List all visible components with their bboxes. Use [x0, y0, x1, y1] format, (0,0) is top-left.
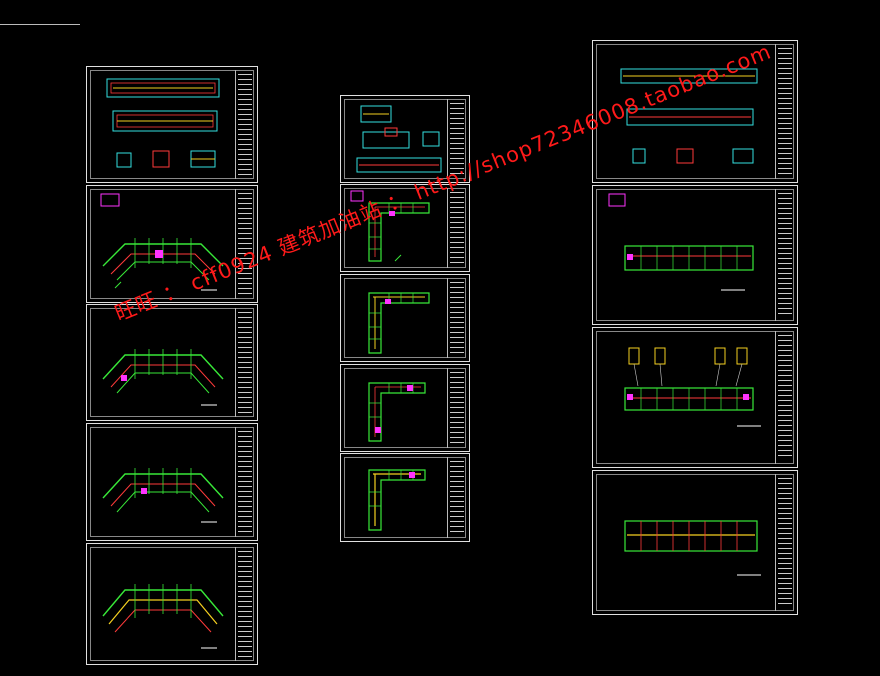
linear-floor-plan — [624, 347, 761, 427]
sheet-left-plan-4[interactable] — [86, 543, 258, 665]
sheet-right-plan-3[interactable] — [592, 470, 798, 615]
curved-floor-plan — [100, 193, 224, 291]
l-shaped-floor-plan — [350, 190, 430, 262]
title-block — [447, 99, 466, 179]
sheet-left-plan-2[interactable] — [86, 304, 258, 421]
elevation-drawing — [106, 78, 220, 168]
title-block — [235, 308, 254, 417]
linear-floor-plan — [608, 193, 754, 291]
elevation-drawing — [620, 68, 758, 164]
title-block — [775, 44, 794, 179]
title-block — [235, 427, 254, 537]
linear-floor-plan — [624, 520, 761, 576]
title-block — [235, 547, 254, 661]
sheet-right-plan-1[interactable] — [592, 185, 798, 325]
curved-floor-plan — [102, 349, 224, 406]
sheet-middle-plan-1[interactable] — [340, 184, 470, 272]
sheet-right-plan-2[interactable] — [592, 327, 798, 468]
title-block — [235, 70, 254, 179]
title-block — [775, 331, 794, 464]
curved-floor-plan — [102, 468, 224, 523]
title-block — [447, 278, 466, 358]
sheet-left-elevations[interactable] — [86, 66, 258, 183]
title-block — [775, 189, 794, 321]
title-block — [447, 457, 466, 538]
title-block — [447, 188, 466, 268]
sheet-middle-plan-3[interactable] — [340, 364, 470, 452]
sheet-middle-plan-4[interactable] — [340, 453, 470, 542]
curved-floor-plan — [102, 584, 224, 649]
title-block — [775, 474, 794, 611]
sheet-middle-elevations[interactable] — [340, 95, 470, 183]
sheet-right-elevations[interactable] — [592, 40, 798, 183]
title-block — [447, 368, 466, 448]
l-shaped-floor-plan — [368, 292, 430, 354]
title-block — [235, 189, 254, 299]
sheet-middle-plan-2[interactable] — [340, 274, 470, 362]
elevation-drawing — [356, 105, 442, 173]
l-shaped-floor-plan — [368, 469, 426, 531]
sheet-left-plan-1[interactable] — [86, 185, 258, 303]
l-shaped-floor-plan — [368, 382, 426, 442]
sheet-left-plan-3[interactable] — [86, 423, 258, 541]
top-line — [0, 24, 80, 25]
